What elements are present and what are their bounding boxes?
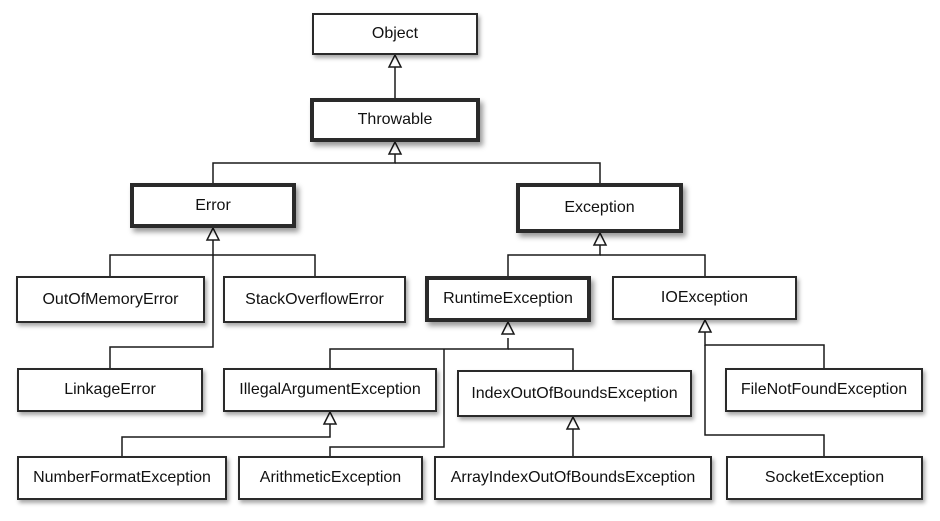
arrowhead-error xyxy=(205,226,221,241)
node-exception: Exception xyxy=(516,183,683,233)
edge-soe-error xyxy=(213,254,316,276)
arrowhead-exception xyxy=(592,231,608,246)
edge-oom-error xyxy=(109,240,214,276)
edge-linkage-error xyxy=(109,255,214,368)
edge-ioobe-runtime xyxy=(508,348,574,370)
node-linkage-error: LinkageError xyxy=(17,368,203,412)
node-object: Object xyxy=(312,13,478,55)
edge-socket-io xyxy=(704,345,825,456)
arrowhead-throwable xyxy=(387,140,403,155)
arrowhead-io-exception xyxy=(697,318,713,333)
edge-nfe-iae xyxy=(121,424,331,456)
arrowhead-object xyxy=(387,53,403,68)
node-file-not-found-exception: FileNotFoundException xyxy=(725,368,923,412)
edge-iae-runtime xyxy=(329,338,509,368)
node-error: Error xyxy=(130,183,296,228)
node-stack-overflow-error: StackOverflowError xyxy=(223,276,406,323)
edge-arith-runtime xyxy=(329,349,445,456)
arrowhead-illegal-argument xyxy=(322,410,338,425)
arrowhead-runtime-exception xyxy=(500,320,516,335)
edge-exception-throwable xyxy=(395,162,601,183)
edge-fnfe-io xyxy=(704,332,825,368)
node-io-exception: IOException xyxy=(612,276,797,320)
node-index-out-of-bounds-exception: IndexOutOfBoundsException xyxy=(457,370,692,417)
arrowhead-index-out-of-bounds xyxy=(565,415,581,430)
node-throwable: Throwable xyxy=(310,98,480,142)
node-number-format-exception: NumberFormatException xyxy=(17,456,227,500)
edge-io-exception xyxy=(600,254,706,276)
node-out-of-memory-error: OutOfMemoryError xyxy=(16,276,205,323)
node-runtime-exception: RuntimeException xyxy=(425,276,591,322)
node-array-index-out-of-bounds-exception: ArrayIndexOutOfBoundsException xyxy=(434,456,712,500)
edge-runtime-exception xyxy=(507,245,601,276)
edge-error-throwable xyxy=(212,154,396,183)
node-arithmetic-exception: ArithmeticException xyxy=(238,456,423,500)
node-socket-exception: SocketException xyxy=(726,456,923,500)
node-illegal-argument-exception: IllegalArgumentException xyxy=(223,368,437,412)
